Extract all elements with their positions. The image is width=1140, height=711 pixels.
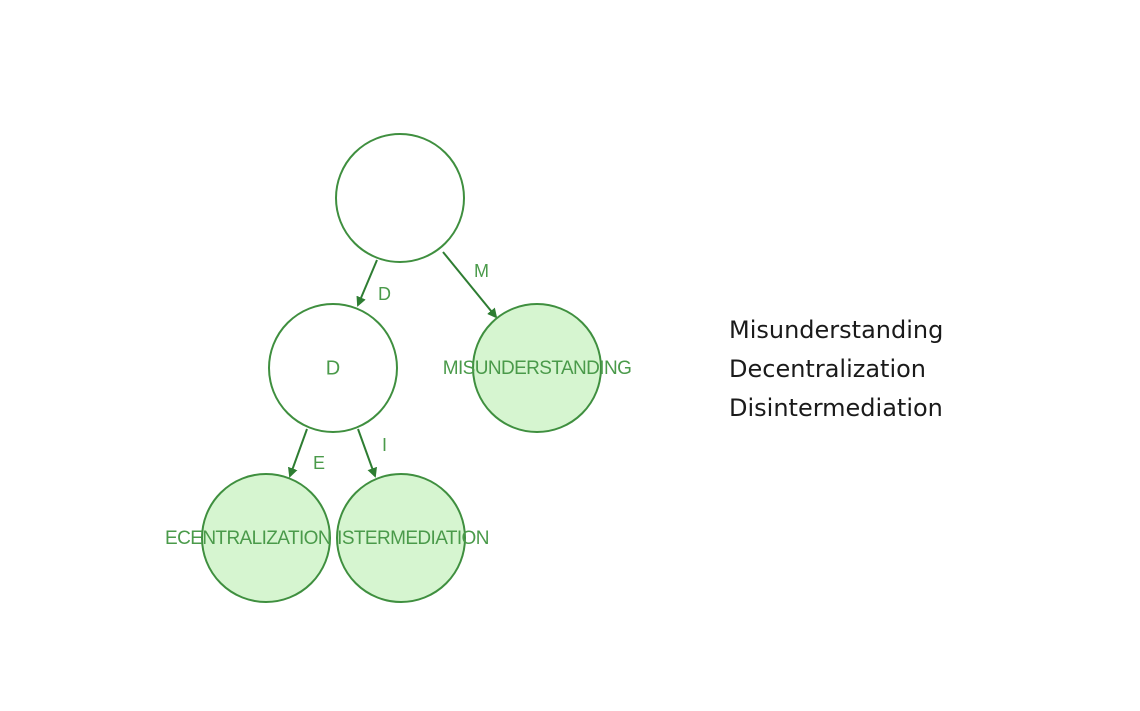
node-label-ecentralization: ECENTRALIZATION — [165, 528, 331, 549]
word-list: Misunderstanding Decentralization Disint… — [729, 311, 943, 428]
node-circle — [472, 303, 602, 433]
edge-line — [442, 251, 498, 319]
edge-label-d: D — [378, 284, 391, 304]
edge-d-to-istermediation: I — [357, 428, 387, 478]
edge-line — [356, 259, 378, 307]
node-label-istermediation: ISTERMEDIATION — [337, 528, 489, 549]
edge-label-i: I — [382, 435, 387, 455]
node-circle — [335, 133, 465, 263]
node-circle — [268, 303, 398, 433]
node-ecentralization — [201, 473, 331, 603]
edge-root-to-d: D — [356, 259, 391, 307]
node-istermediation — [336, 473, 466, 603]
edge-label-e: E — [313, 453, 325, 473]
edge-d-to-ecentralization: E — [288, 428, 325, 478]
node-misunderstanding: MISUNDERSTANDING — [443, 303, 632, 433]
edge-label-m: M — [474, 261, 489, 281]
word-list-item: Disintermediation — [729, 394, 943, 422]
node-circle — [201, 473, 331, 603]
edge-line — [357, 428, 377, 478]
word-list-item: Decentralization — [729, 355, 927, 383]
node-root — [335, 133, 465, 263]
edge-line — [288, 428, 308, 478]
node-circle — [336, 473, 466, 603]
node-d: D — [268, 303, 398, 433]
node-label: D — [326, 357, 340, 379]
node-label: MISUNDERSTANDING — [443, 358, 632, 379]
word-list-item: Misunderstanding — [729, 316, 944, 344]
edge-root-to-misunderstanding: M — [442, 251, 498, 319]
